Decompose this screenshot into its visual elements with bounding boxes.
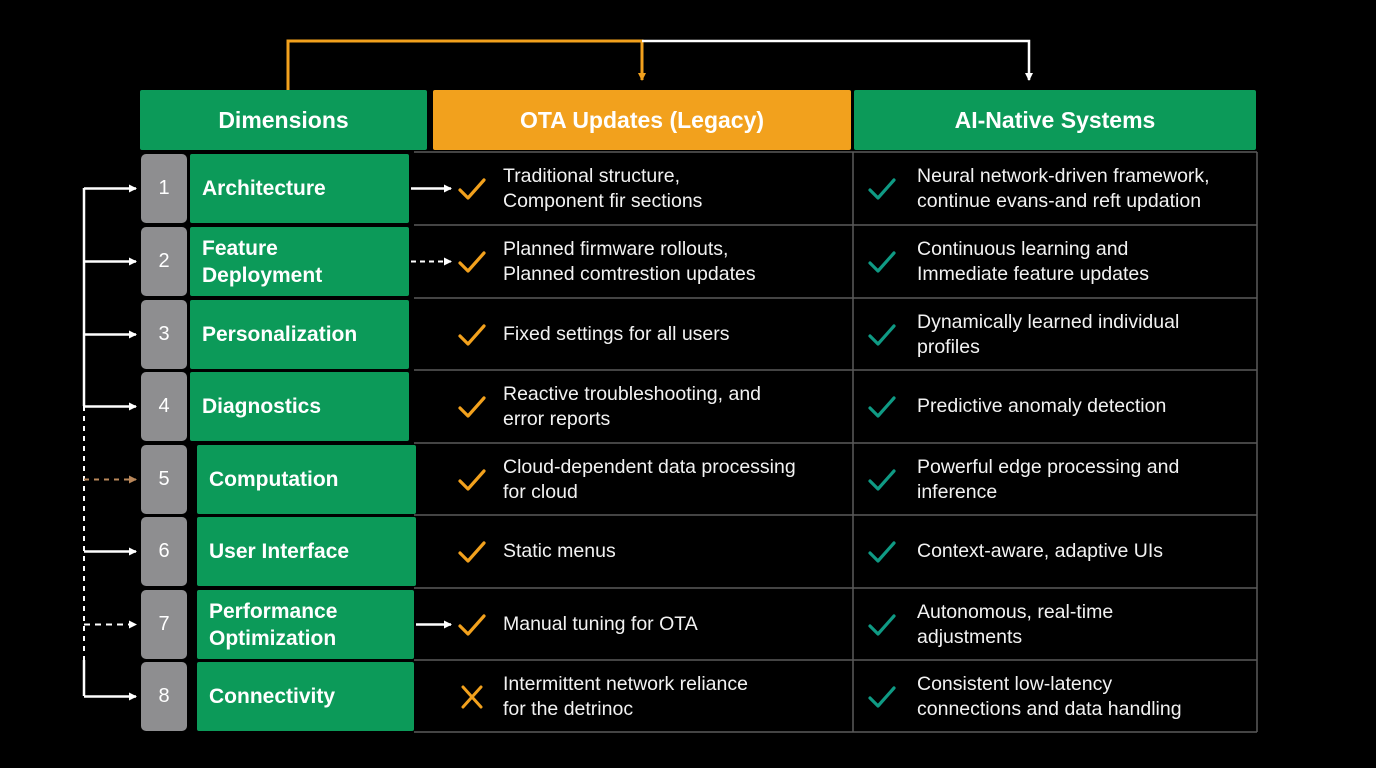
dimension-text: Performance Optimization bbox=[209, 599, 338, 650]
check-icon bbox=[868, 177, 896, 200]
ai-cell: Dynamically learned individual profiles bbox=[0, 300, 1257, 369]
dimension-text: Architecture bbox=[202, 177, 326, 200]
ota-text: Reactive troubleshooting, and error repo… bbox=[503, 382, 762, 430]
top-connector-ota bbox=[286, 39, 646, 90]
check-icon bbox=[458, 540, 486, 563]
row-number-badge: 8 bbox=[141, 662, 187, 731]
ai-text: Continuous learning and Immediate featur… bbox=[917, 237, 1149, 285]
check-icon bbox=[868, 395, 896, 418]
dimension-label: Feature Deployment bbox=[190, 227, 409, 296]
dimension-text: Connectivity bbox=[209, 685, 336, 708]
dimension-text: Diagnostics bbox=[202, 395, 322, 418]
ai-text: Neural network-driven framework, continu… bbox=[917, 164, 1210, 212]
ota-cell: Manual tuning for OTA bbox=[0, 590, 853, 659]
check-icon bbox=[868, 540, 896, 563]
ota-text: Planned firmware rollouts, Planned comtr… bbox=[503, 237, 756, 285]
ai-text: Predictive anomaly detection bbox=[917, 395, 1167, 417]
ai-text: Consistent low-latency connections and d… bbox=[917, 672, 1182, 720]
check-icon bbox=[458, 613, 486, 636]
top-connector-ai bbox=[642, 39, 1033, 81]
check-icon bbox=[868, 323, 896, 346]
check-icon bbox=[868, 613, 896, 636]
check-icon bbox=[458, 395, 486, 418]
check-icon bbox=[458, 177, 486, 200]
check-icon bbox=[458, 250, 486, 273]
ota-text: Traditional structure, Component fir sec… bbox=[503, 164, 703, 212]
dimension-label: Connectivity bbox=[197, 662, 414, 731]
ai-cell: Context-aware, adaptive UIs bbox=[0, 517, 1257, 586]
dimension-label: Diagnostics bbox=[190, 372, 409, 441]
ota-cell: Planned firmware rollouts, Planned comtr… bbox=[0, 227, 853, 296]
row-number-badge: 6 bbox=[141, 517, 187, 586]
ota-cell: Traditional structure, Component fir sec… bbox=[0, 154, 853, 223]
dimension-label: Personalization bbox=[190, 300, 409, 369]
ota-text: Intermittent network reliance for the de… bbox=[503, 672, 748, 720]
ai-cell: Powerful edge processing and inference bbox=[0, 445, 1257, 514]
row-number-badge: 2 bbox=[141, 227, 187, 296]
ai-cell: Continuous learning and Immediate featur… bbox=[0, 227, 1257, 296]
ota-text: Static menus bbox=[503, 540, 616, 562]
ota-cell: Static menus bbox=[0, 517, 853, 586]
dimension-label: Architecture bbox=[190, 154, 409, 223]
row-number-badge: 3 bbox=[141, 300, 187, 369]
dimension-text: Computation bbox=[209, 468, 339, 491]
row-number-badge: 7 bbox=[141, 590, 187, 659]
row-number-badge: 5 bbox=[141, 445, 187, 514]
row-number-badge: 1 bbox=[141, 154, 187, 223]
cross-icon bbox=[461, 685, 483, 708]
header-ota-updates: OTA Updates (Legacy) bbox=[433, 90, 851, 150]
ota-cell: Cloud-dependent data processing for clou… bbox=[0, 445, 853, 514]
dimension-label: Performance Optimization bbox=[197, 590, 414, 659]
check-icon bbox=[868, 250, 896, 273]
check-icon bbox=[458, 468, 486, 491]
ai-cell: Consistent low-latency connections and d… bbox=[0, 662, 1257, 731]
ai-cell: Neural network-driven framework, continu… bbox=[0, 154, 1257, 223]
ota-text: Manual tuning for OTA bbox=[503, 613, 698, 635]
ai-text: Dynamically learned individual profiles bbox=[917, 310, 1180, 358]
ai-cell: Predictive anomaly detection bbox=[0, 372, 1257, 441]
header-ai-native: AI-Native Systems bbox=[854, 90, 1256, 150]
ota-text: Fixed settings for all users bbox=[503, 323, 730, 345]
dimension-text: Feature Deployment bbox=[202, 236, 323, 287]
check-icon bbox=[458, 323, 486, 346]
dimension-text: Personalization bbox=[202, 323, 358, 346]
dimension-label: User Interface bbox=[197, 517, 416, 586]
ai-text: Autonomous, real-time adjustments bbox=[917, 600, 1114, 648]
dimension-label: Computation bbox=[197, 445, 416, 514]
row-number-badge: 4 bbox=[141, 372, 187, 441]
ai-text: Context-aware, adaptive UIs bbox=[917, 540, 1164, 562]
ai-cell: Autonomous, real-time adjustments bbox=[0, 590, 1257, 659]
ota-text: Cloud-dependent data processing for clou… bbox=[503, 455, 796, 503]
check-icon bbox=[868, 468, 896, 491]
dimension-text: User Interface bbox=[209, 540, 350, 563]
check-icon bbox=[868, 685, 896, 708]
ota-cell: Fixed settings for all users bbox=[0, 300, 853, 369]
ota-cell: Reactive troubleshooting, and error repo… bbox=[0, 372, 853, 441]
ai-text: Powerful edge processing and inference bbox=[917, 455, 1180, 503]
ota-cell: Intermittent network reliance for the de… bbox=[0, 662, 853, 731]
header-dimensions: Dimensions bbox=[140, 90, 427, 150]
